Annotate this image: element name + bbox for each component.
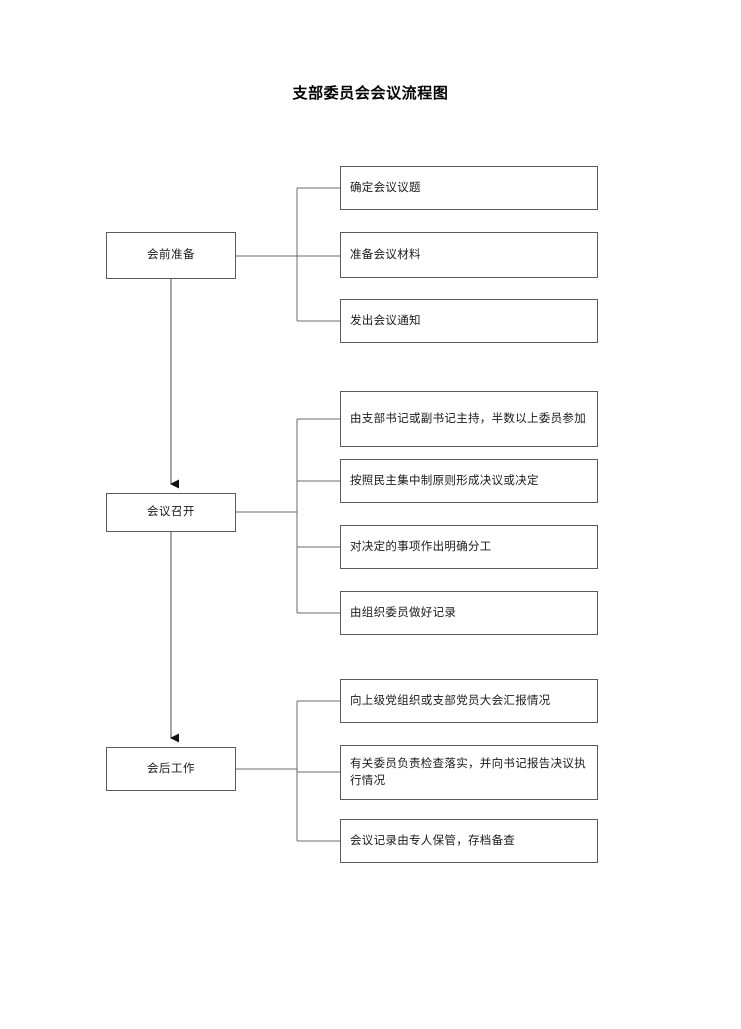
- stage-label: 会议召开: [147, 506, 195, 518]
- stage-box-pre-meeting-preparation[interactable]: 会前准备: [106, 232, 236, 279]
- detail-box[interactable]: 会议记录由专人保管，存档备查: [340, 819, 598, 863]
- stage-label: 会后工作: [147, 762, 195, 775]
- detail-label: 按照民主集中制原则形成决议或决定: [350, 474, 539, 487]
- detail-box[interactable]: 由支部书记或副书记主持，半数以上委员参加: [340, 391, 598, 447]
- detail-label: 对决定的事项作出明确分工: [350, 540, 492, 553]
- stage-box-post-meeting-work[interactable]: 会后工作: [106, 747, 236, 791]
- detail-label: 发出会议通知: [350, 314, 421, 327]
- detail-box[interactable]: 按照民主集中制原则形成决议或决定: [340, 459, 598, 503]
- detail-box[interactable]: 向上级党组织或支部党员大会汇报情况: [340, 679, 598, 723]
- detail-label: 确定会议议题: [350, 181, 421, 194]
- detail-box[interactable]: 有关委员负责检查落实，并向书记报告决议执行情况: [340, 745, 598, 800]
- detail-label: 有关委员负责检查落实，并向书记报告决议执行情况: [350, 757, 586, 787]
- detail-label: 由支部书记或副书记主持，半数以上委员参加: [350, 412, 586, 425]
- detail-label: 准备会议材料: [350, 248, 421, 261]
- stage-box-meeting-convening[interactable]: 会议召开: [106, 493, 236, 532]
- stage-label: 会前准备: [147, 249, 195, 261]
- detail-label: 向上级党组织或支部党员大会汇报情况: [350, 694, 551, 707]
- detail-label: 会议记录由专人保管，存档备查: [350, 834, 516, 847]
- detail-box[interactable]: 对决定的事项作出明确分工: [340, 525, 598, 569]
- detail-box[interactable]: 发出会议通知: [340, 299, 598, 343]
- detail-box[interactable]: 准备会议材料: [340, 232, 598, 278]
- detail-box[interactable]: 由组织委员做好记录: [340, 591, 598, 635]
- page-title: 支部委员会会议流程图: [292, 86, 449, 102]
- detail-box[interactable]: 确定会议议题: [340, 166, 598, 210]
- detail-label: 由组织委员做好记录: [350, 606, 457, 619]
